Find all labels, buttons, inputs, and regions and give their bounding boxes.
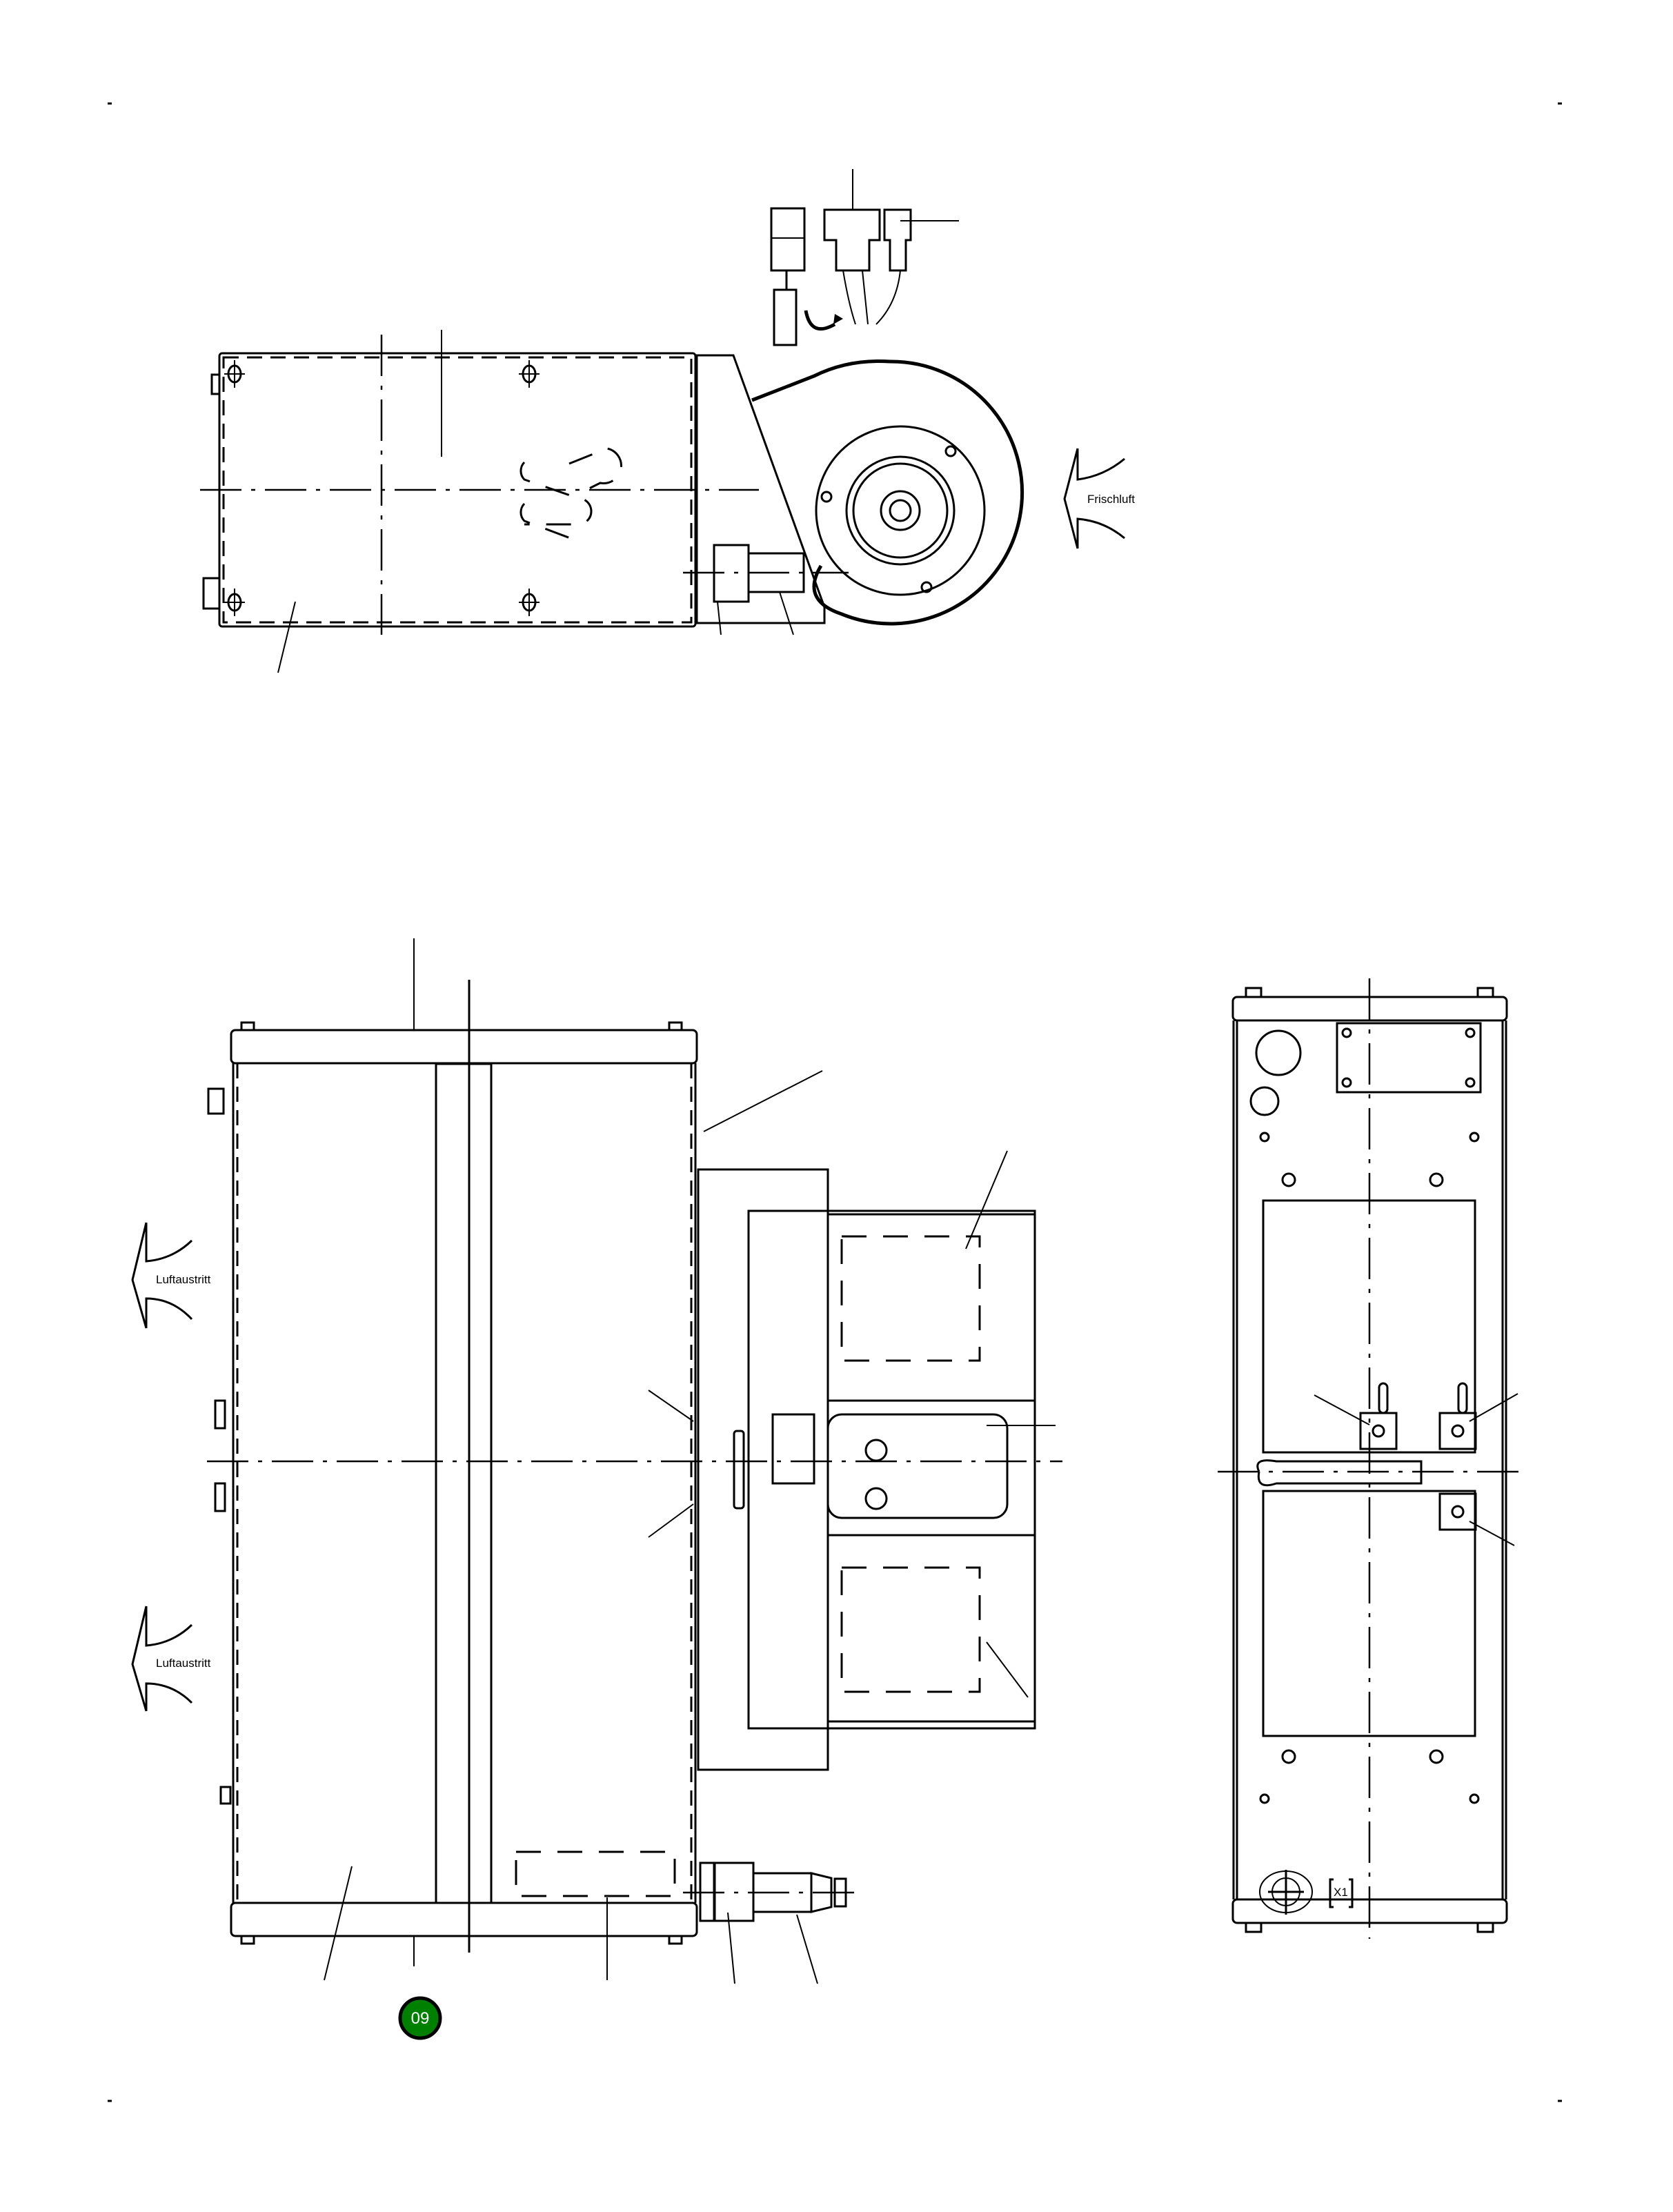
inlet-fitting — [683, 1862, 859, 1984]
leader-line — [648, 1390, 694, 1422]
connector-block — [771, 1413, 815, 1485]
flange-plate — [1336, 1022, 1482, 1094]
arrow-left-icon — [131, 1606, 193, 1712]
motor-ring-outer — [845, 455, 956, 566]
airflow-label-luftaustritt-1: Luftaustritt — [156, 1273, 211, 1286]
blower-upper — [826, 1213, 1036, 1402]
upper-panel — [1262, 1199, 1476, 1454]
air-outlet-arrow-lower: Luftaustritt — [131, 1606, 211, 1712]
blower-screws — [820, 445, 957, 593]
blower-lower — [826, 1534, 1036, 1723]
callout-badge-number: 09 — [411, 2009, 430, 2028]
rotate-arrow-icon — [804, 310, 836, 331]
leader-line — [1469, 1521, 1515, 1546]
motor-mount-plate — [697, 1168, 829, 1771]
leader-line — [277, 601, 296, 673]
leader-line — [986, 1641, 1029, 1698]
leader-line — [965, 1150, 1008, 1250]
callout-badge-circle — [398, 1996, 442, 2040]
arrow-left-icon — [1063, 448, 1125, 549]
leader-line — [779, 591, 794, 635]
connector-plug-left — [770, 207, 806, 272]
airflow-label-luftaustritt-2: Luftaustritt — [156, 1657, 211, 1670]
motor-ring-inner — [852, 462, 949, 559]
airflow-label-frischluft: Frischluft — [1087, 493, 1135, 506]
leader-line — [648, 1503, 694, 1538]
terminal-block-2 — [1438, 1412, 1477, 1450]
front-view: Luftaustritt Luftaustritt 09 — [131, 938, 1062, 2040]
arrow-left-icon — [131, 1222, 193, 1329]
leader-line — [727, 1912, 735, 1984]
mounting-holes — [224, 360, 539, 616]
terminal-block-1 — [1359, 1412, 1398, 1450]
motor-housing-frame — [747, 1209, 1036, 1730]
leader-line — [796, 1914, 818, 1984]
callout-badge[interactable]: 09 — [398, 1996, 442, 2040]
leader-line — [703, 1070, 823, 1132]
corner-marks — [108, 102, 1562, 2102]
leader-line — [1469, 1393, 1518, 1422]
x1-label: X1 — [1334, 1886, 1348, 1899]
connector-plugs — [770, 169, 959, 346]
terminal-block-3 — [1438, 1492, 1477, 1531]
x1-marking: X1 — [1329, 1878, 1354, 1908]
top-view: Frischluft — [200, 169, 1135, 673]
motor-hub — [880, 490, 921, 531]
ground-symbol-icon — [1259, 1870, 1313, 1915]
flange-bolts — [240, 1021, 683, 1945]
top-flange — [230, 1029, 698, 1065]
transition-duct — [695, 354, 826, 624]
blower-scroll — [751, 359, 1024, 626]
motor-body — [826, 1413, 1009, 1519]
motor-shaft — [889, 499, 912, 522]
leader-line — [1314, 1394, 1370, 1425]
bottom-flange — [230, 1902, 698, 1937]
lower-panel — [1262, 1490, 1476, 1737]
leader-line — [324, 1866, 353, 1981]
core-divider — [435, 1063, 493, 1904]
cable-grommet-small — [1249, 1086, 1280, 1116]
connector-plug-middle — [823, 208, 881, 272]
fresh-air-arrow: Frischluft — [1063, 448, 1135, 549]
mounting-holes — [1259, 1027, 1480, 1804]
cable-grommet-large — [1255, 1029, 1302, 1076]
blower-plate — [815, 425, 986, 596]
side-view: X1 — [1218, 978, 1525, 1939]
heating-coil-icon — [519, 447, 622, 543]
type-plate — [515, 1850, 676, 1897]
air-outlet-arrow-upper: Luftaustritt — [131, 1222, 211, 1329]
leader-line — [717, 601, 722, 635]
terminal-blocks — [1256, 1382, 1518, 1546]
connector-plug-right — [883, 208, 912, 272]
